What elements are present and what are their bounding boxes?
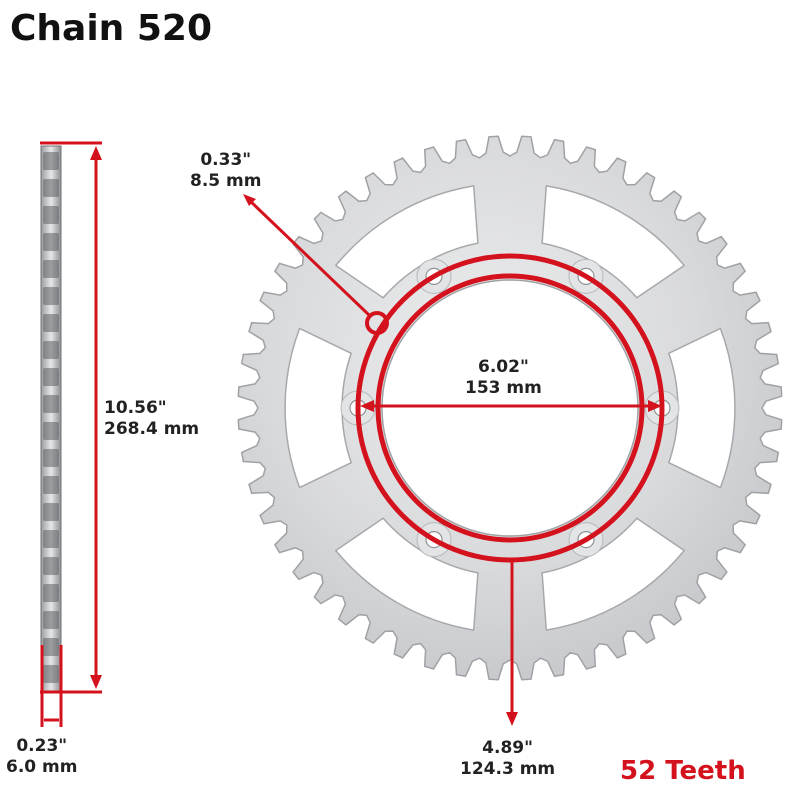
side-tooth-mark (43, 557, 59, 575)
center-bore-mm: 153 mm (465, 378, 542, 398)
side-tooth-mark (43, 449, 59, 467)
side-tooth-mark (43, 638, 59, 656)
side-tooth-mark (43, 341, 59, 359)
dimension-annotations (40, 141, 665, 727)
side-tooth-mark (43, 503, 59, 521)
side-tooth-mark (43, 611, 59, 629)
side-tooth-mark (43, 395, 59, 413)
center-bore-inch: 6.02" (478, 357, 529, 377)
sprocket-side-view (40, 145, 62, 693)
lightening-cutout (668, 327, 736, 489)
bolt-circle-arrowhead (506, 712, 518, 726)
bolt-circle-label: 4.89" 124.3 mm (460, 738, 555, 780)
outer-diameter-mm: 268.4 mm (104, 419, 200, 439)
side-tooth-mark (43, 665, 59, 683)
side-tooth-mark (43, 368, 59, 386)
outer-diameter-inch: 10.56" (104, 398, 167, 418)
lightening-cutout (335, 185, 479, 299)
side-tooth-mark (43, 179, 59, 197)
side-tooth-mark (43, 260, 59, 278)
side-tooth-mark (43, 530, 59, 548)
lightening-cutout (541, 517, 685, 631)
sprocket-face (237, 135, 783, 681)
bolt-hole-mm: 8.5 mm (190, 171, 262, 191)
side-tooth-mark (43, 314, 59, 332)
od-arrowhead-bottom (90, 675, 102, 689)
teeth-count-label: 52 Teeth (620, 756, 746, 786)
side-tooth-mark (43, 422, 59, 440)
lightening-cutout (335, 517, 479, 631)
bore-arrowhead-left (360, 400, 374, 412)
page-title: Chain 520 (10, 8, 212, 49)
lightening-cutout (541, 185, 685, 299)
thickness-mm: 6.0 mm (6, 757, 78, 777)
bolt-hole-highlight (365, 311, 389, 335)
thickness-label: 0.23" 6.0 mm (6, 736, 77, 778)
bolt-hole-label: 0.33" 8.5 mm (190, 150, 261, 192)
bolt-circle-mm: 124.3 mm (460, 759, 556, 779)
od-arrowhead-top (90, 146, 102, 160)
center-bore-ring (375, 273, 645, 543)
side-tooth-mark (43, 233, 59, 251)
bolt-circle-inch: 4.89" (482, 738, 533, 758)
outer-diameter-label: 10.56" 268.4 mm (104, 398, 199, 440)
bolt-hole-leader (246, 197, 371, 317)
side-tooth-mark (43, 584, 59, 602)
lightening-cutout (284, 327, 352, 489)
bolt-circle-ring (355, 253, 665, 563)
bolt-hole-arrowhead (243, 194, 256, 206)
bolt-hole-inch: 0.33" (200, 150, 252, 170)
side-tooth-mark (43, 152, 59, 170)
side-tooth-mark (43, 287, 59, 305)
side-tooth-mark (43, 206, 59, 224)
thickness-inch: 0.23" (16, 736, 68, 756)
center-bore-label: 6.02" 153 mm (465, 357, 542, 399)
side-tooth-mark (43, 476, 59, 494)
bore-arrowhead-right (648, 400, 662, 412)
